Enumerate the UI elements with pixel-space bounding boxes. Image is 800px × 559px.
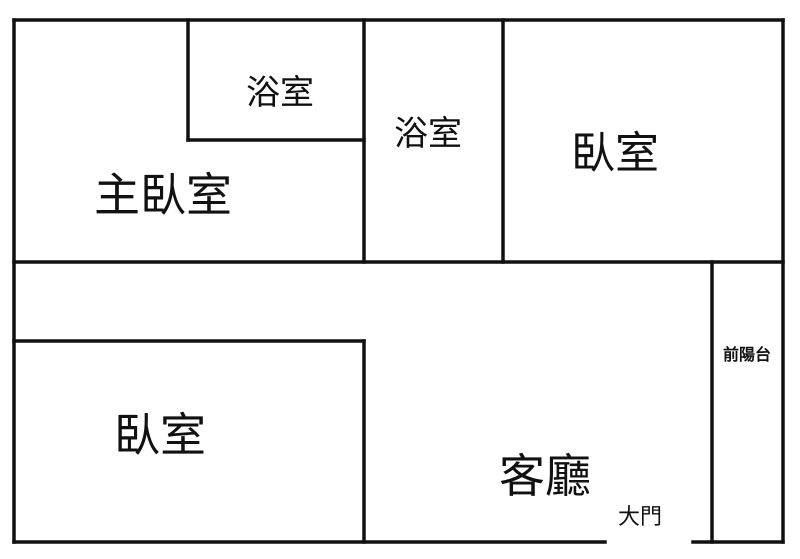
label-master-bedroom: 主臥室 [94, 168, 232, 222]
label-main-door: 大門 [617, 505, 663, 530]
label-living-room: 客廳 [499, 449, 591, 503]
label-bedroom-lower: 臥室 [114, 408, 206, 462]
label-bath-middle: 浴室 [394, 114, 462, 154]
label-bath-small: 浴室 [246, 73, 314, 113]
label-front-balcony: 前陽台 [722, 345, 772, 364]
label-bedroom-right: 臥室 [571, 128, 659, 179]
